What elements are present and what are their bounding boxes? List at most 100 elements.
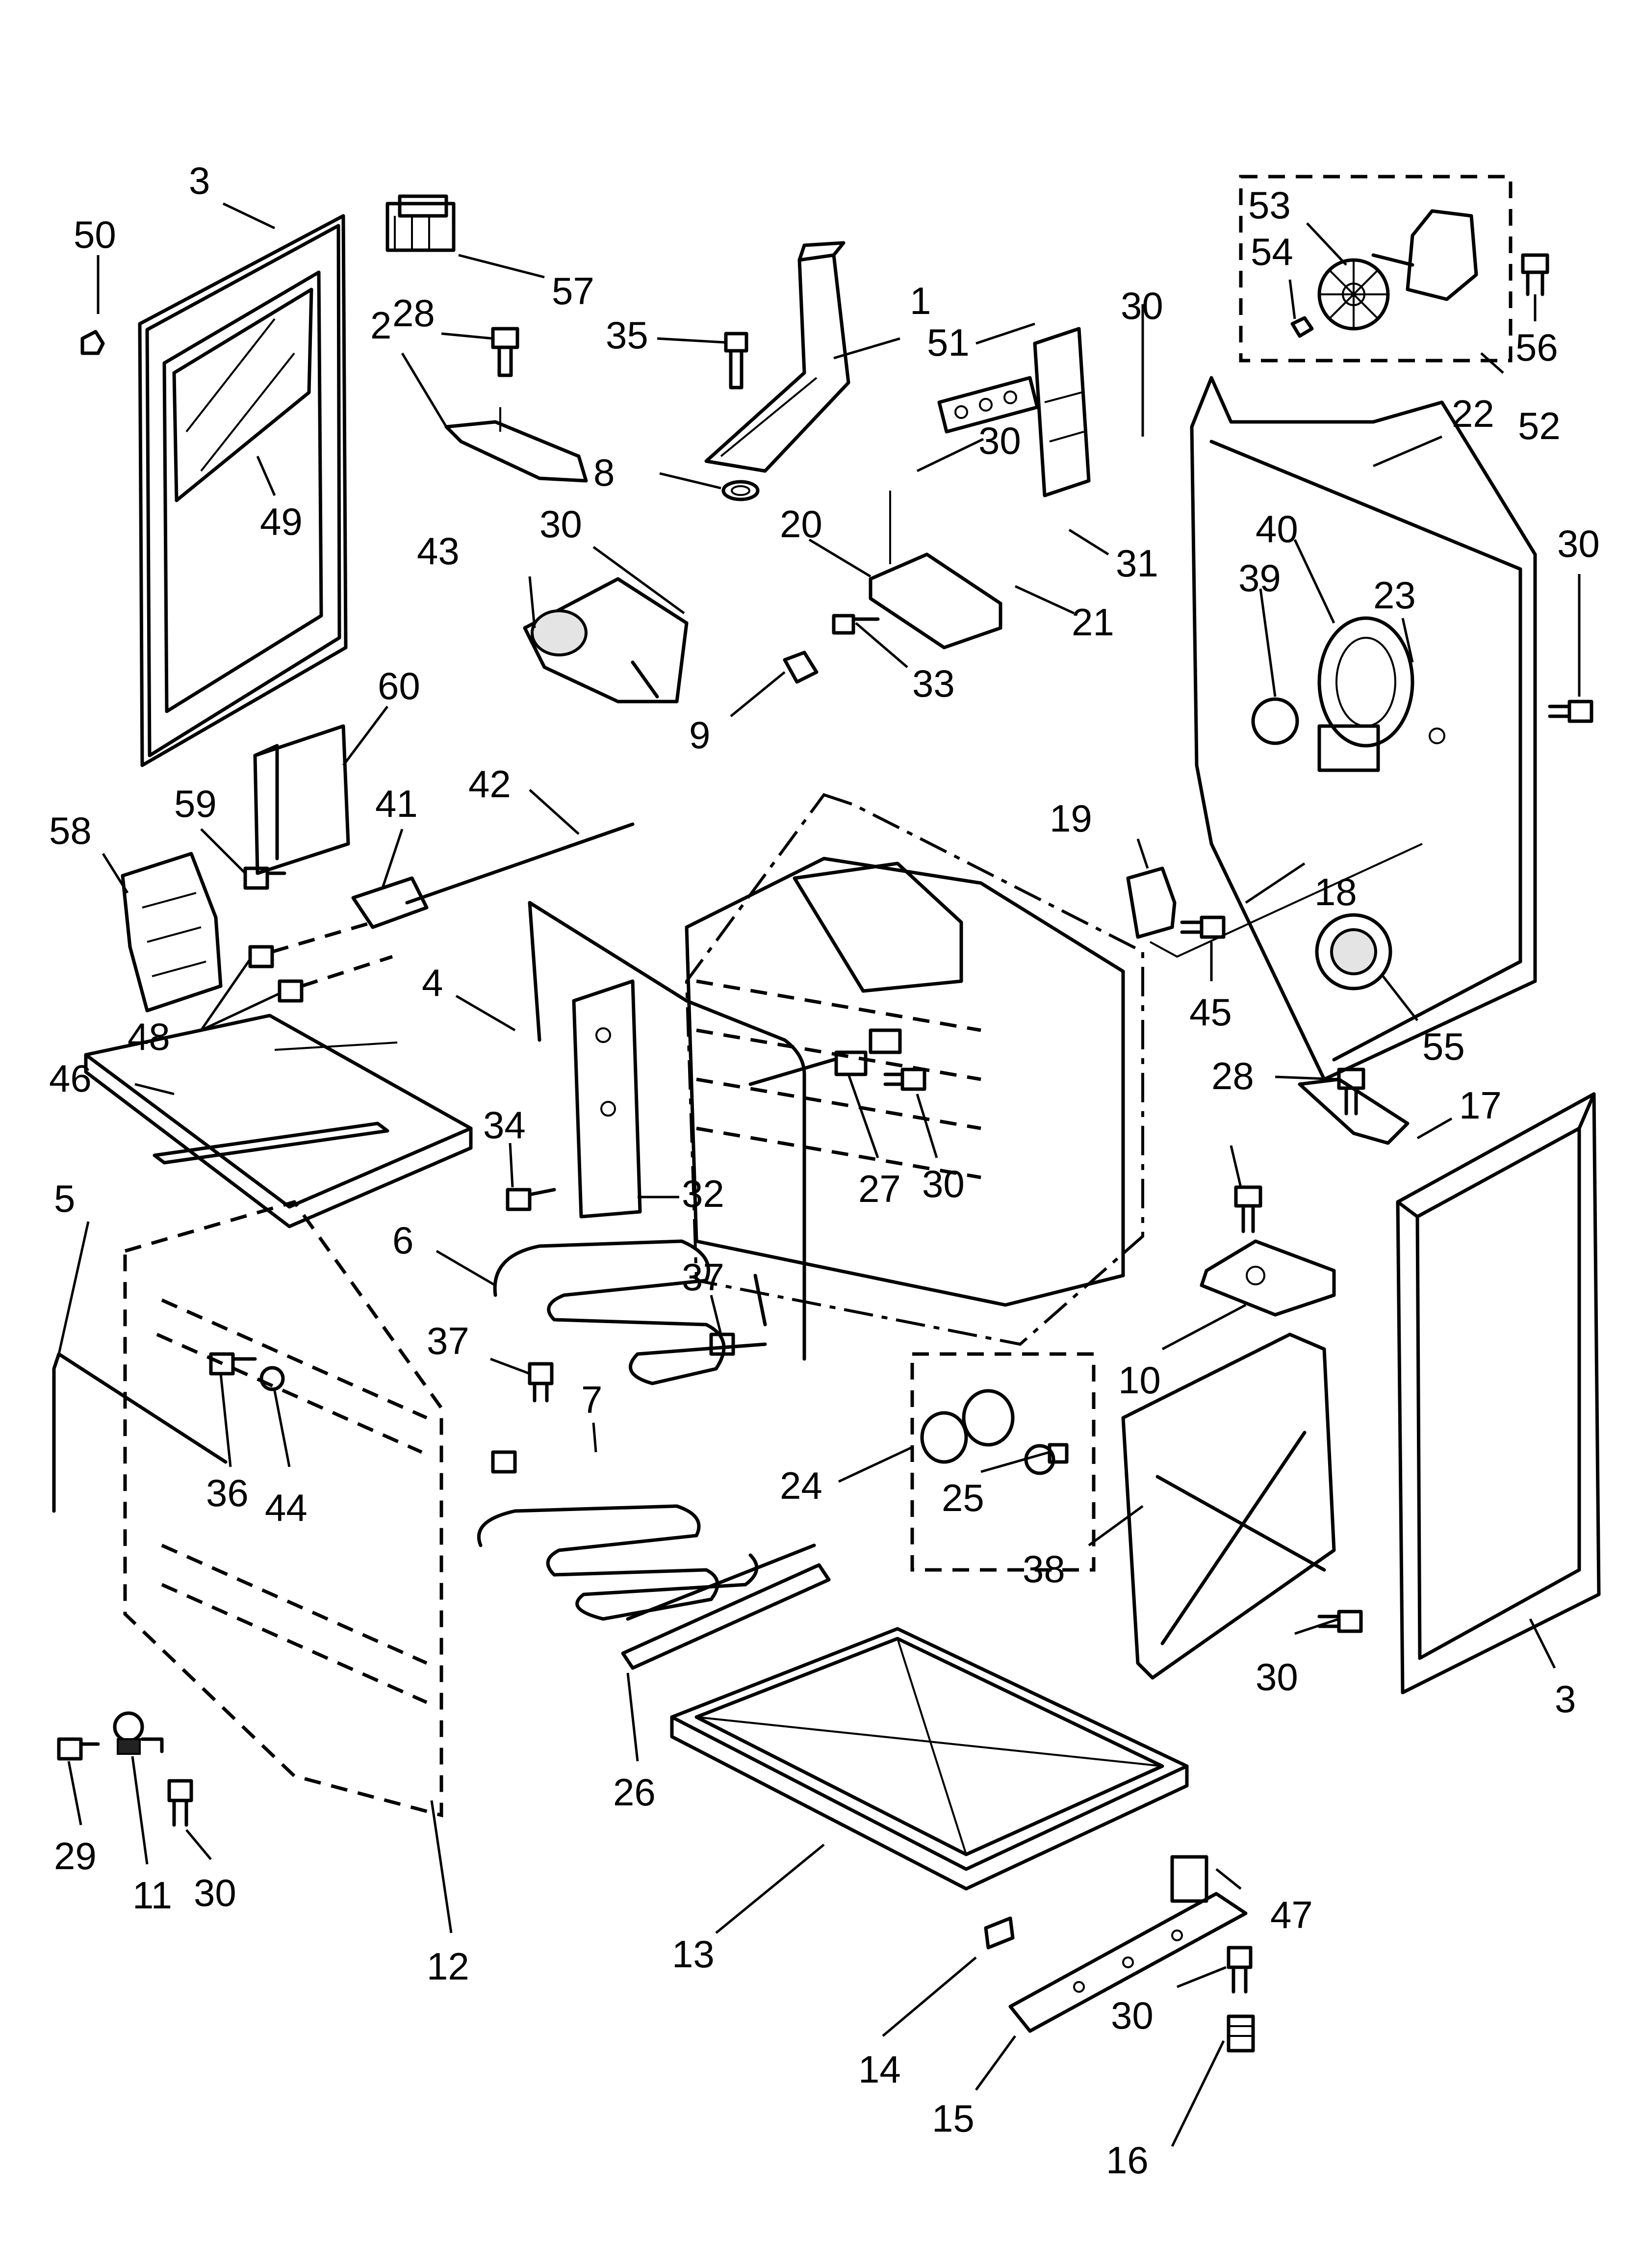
part-22-rear-panel xyxy=(1190,376,1537,1081)
callout-3-left-panel: 3 xyxy=(189,159,210,202)
part-28-screw xyxy=(491,327,519,377)
callout-1: 1 xyxy=(910,279,931,322)
part-47-label xyxy=(1170,1855,1208,1903)
callout-12: 12 xyxy=(427,1945,469,1988)
part-7-bake-element xyxy=(477,1450,759,1621)
callout-48: 48 xyxy=(128,1015,170,1058)
callout-22: 22 xyxy=(1452,392,1494,435)
part-29-screw xyxy=(57,1737,100,1761)
callout-25: 25 xyxy=(942,1476,984,1519)
callout-labels: 50 3 49 57 28 2 8 35 1 30 43 51 30 30 20… xyxy=(49,159,1600,2182)
callout-33: 33 xyxy=(912,662,955,705)
callout-23: 23 xyxy=(1373,574,1416,617)
part-17-bracket xyxy=(1298,1077,1410,1145)
part-26-strip xyxy=(621,1543,831,1670)
callout-43: 43 xyxy=(417,529,460,573)
callout-4: 4 xyxy=(422,961,443,1004)
part-8-grommet xyxy=(721,480,760,501)
part-drawings xyxy=(52,175,1601,2053)
callout-45: 45 xyxy=(1189,991,1232,1034)
callout-55: 55 xyxy=(1422,1025,1465,1068)
callout-2: 2 xyxy=(370,304,391,347)
callout-39: 39 xyxy=(1238,556,1281,600)
callout-57: 57 xyxy=(552,269,594,313)
callout-30-f: 30 xyxy=(1256,1655,1298,1698)
part-59-screw xyxy=(243,866,286,890)
part-55-fan-grille xyxy=(1315,913,1392,991)
callout-34: 34 xyxy=(483,1103,526,1147)
part-13-oven-bottom xyxy=(670,1627,1189,1891)
callout-51: 51 xyxy=(927,321,970,364)
part-37-screw-b xyxy=(528,1362,554,1403)
callout-30-g: 30 xyxy=(194,1871,236,1914)
callout-54: 54 xyxy=(1251,230,1293,273)
part-25-light-bulb xyxy=(1024,1443,1069,1475)
callout-9: 9 xyxy=(689,713,710,756)
callout-30-b: 30 xyxy=(978,419,1021,462)
callout-21: 21 xyxy=(1072,600,1114,644)
callout-42: 42 xyxy=(468,762,511,806)
part-24-light-lens xyxy=(910,1352,1096,1572)
part-28-screw-mid xyxy=(1234,1185,1262,1233)
callout-27: 27 xyxy=(858,1167,901,1210)
callout-58: 58 xyxy=(49,809,92,852)
part-20-bracket xyxy=(869,491,1002,650)
part-36-screw xyxy=(209,1352,257,1376)
part-19-bracket xyxy=(1126,843,1423,958)
callout-44: 44 xyxy=(265,1486,308,1529)
part-21-terminal-block xyxy=(937,376,1039,434)
part-38-heat-shield xyxy=(1121,1332,1336,1680)
callout-35: 35 xyxy=(606,313,648,357)
callout-13: 13 xyxy=(672,1932,715,1976)
callout-19: 19 xyxy=(1050,797,1092,840)
part-56-screw xyxy=(1521,253,1549,296)
part-12-door xyxy=(123,1199,443,1818)
callout-59: 59 xyxy=(174,782,217,825)
part-43-door-latch xyxy=(523,577,689,704)
part-32-hinge xyxy=(572,979,642,1219)
callout-56: 56 xyxy=(1515,326,1558,369)
part-6-broil-element xyxy=(493,1239,767,1385)
callout-30-e: 30 xyxy=(922,1162,965,1205)
part-58-control-board xyxy=(121,852,223,1013)
callout-60: 60 xyxy=(378,664,420,707)
part-15-rail xyxy=(1008,1892,1248,2033)
callout-28-right: 28 xyxy=(1211,1054,1254,1097)
part-14-clip xyxy=(984,1916,1015,1950)
callout-16: 16 xyxy=(1106,2138,1149,2182)
part-57-transformer xyxy=(385,194,456,252)
callout-28-top: 28 xyxy=(392,291,435,335)
callout-49: 49 xyxy=(260,500,303,543)
part-3-side-panel-right xyxy=(1396,1092,1601,1694)
part-3-side-panel-left xyxy=(138,214,348,767)
part-oven-cavity xyxy=(685,793,1144,1346)
callout-40: 40 xyxy=(1256,507,1298,550)
part-5-rod xyxy=(52,1352,228,1513)
callout-30-d: 30 xyxy=(1557,522,1600,565)
callout-38: 38 xyxy=(1023,1547,1065,1590)
callout-36: 36 xyxy=(206,1471,249,1514)
leader-lines xyxy=(57,202,1581,2147)
part-30-screw-right xyxy=(1548,700,1593,723)
callout-17: 17 xyxy=(1459,1084,1502,1127)
part-50-clip xyxy=(80,330,105,355)
part-37-screw-a xyxy=(709,1332,735,1356)
callout-37-a: 37 xyxy=(682,1255,724,1299)
part-60-shield xyxy=(253,724,350,875)
callout-52: 52 xyxy=(1518,404,1561,447)
callout-20: 20 xyxy=(780,502,822,546)
part-1-vent-duct xyxy=(704,241,850,473)
part-10-bracket xyxy=(1200,1239,1336,1317)
callout-41: 41 xyxy=(375,782,418,825)
callout-47: 47 xyxy=(1270,1893,1313,1936)
part-2-bracket xyxy=(444,407,588,483)
callout-26: 26 xyxy=(613,1771,656,1814)
callout-37-b: 37 xyxy=(427,1319,469,1362)
part-45-screw xyxy=(1180,915,1226,939)
callout-30-c: 30 xyxy=(1121,284,1163,327)
callout-53: 53 xyxy=(1248,183,1291,227)
callout-3-right-panel: 3 xyxy=(1555,1677,1576,1721)
part-41-sensor-bracket xyxy=(351,876,429,929)
callout-11: 11 xyxy=(132,1874,172,1917)
